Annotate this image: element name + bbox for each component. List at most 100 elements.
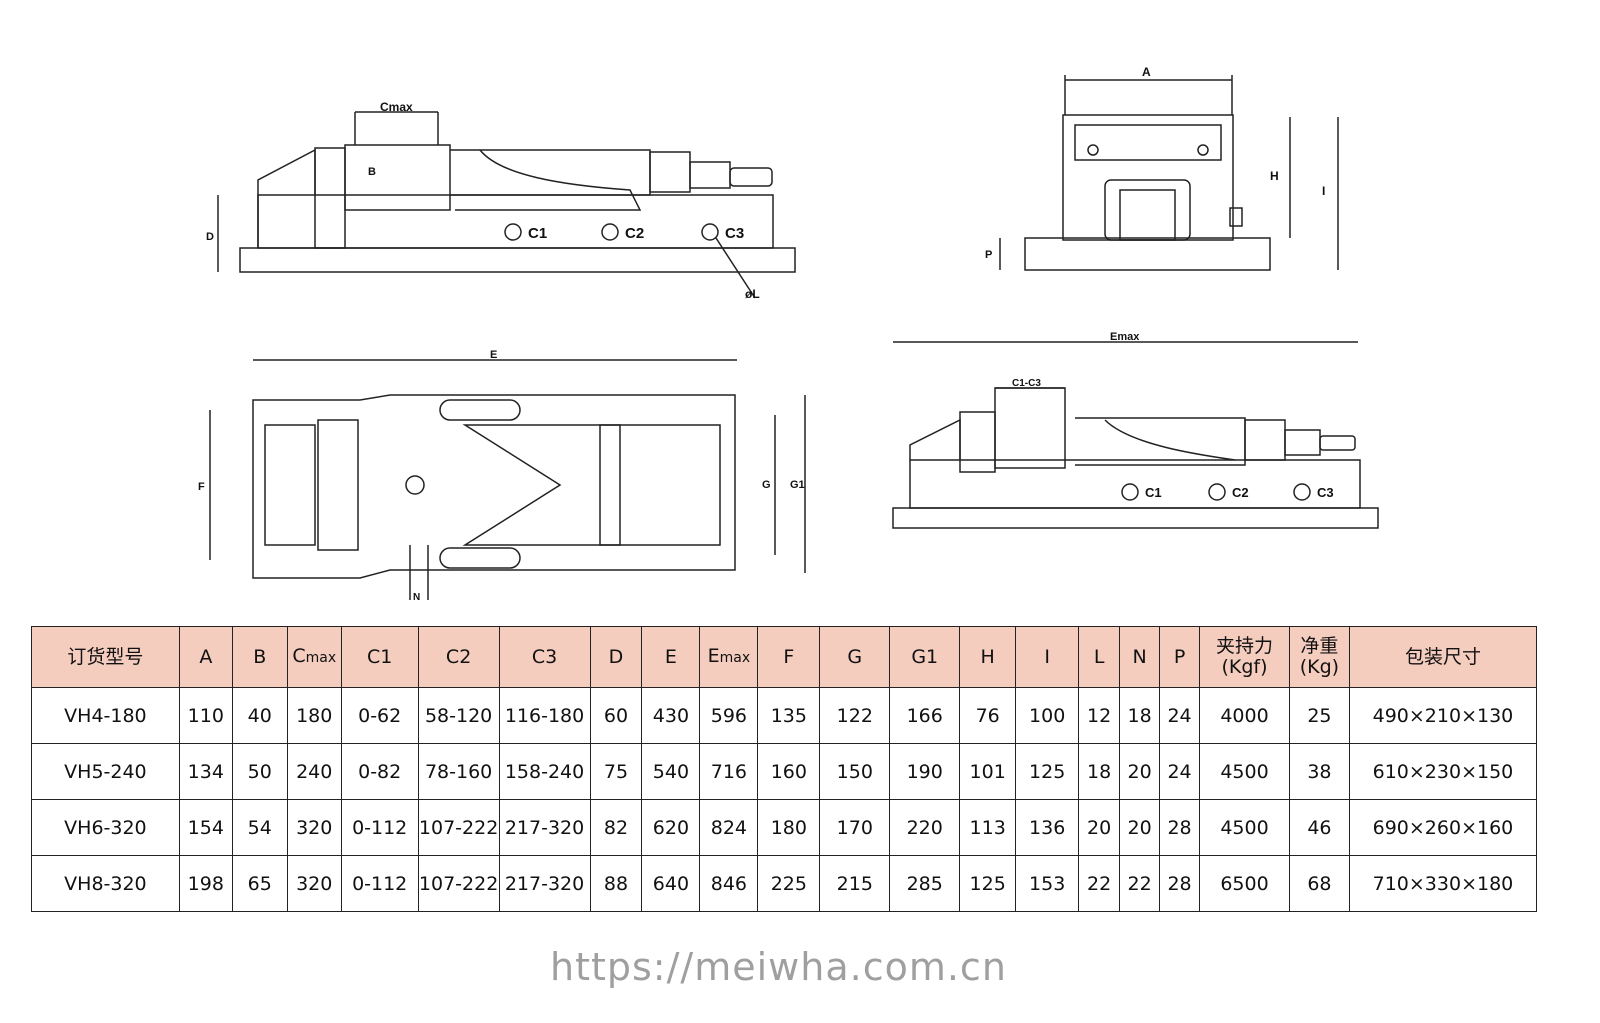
table-cell: 60 <box>589 687 643 744</box>
label-h: H <box>1270 169 1279 183</box>
table-cell: 0-112 <box>340 855 419 912</box>
table-cell: 46 <box>1288 799 1350 856</box>
label-c1-c3: C1-C3 <box>1012 378 1041 389</box>
top-view-drawing: E F G G1 N <box>198 349 806 603</box>
table-cell: 620 <box>641 799 701 856</box>
table-cell: 20 <box>1078 799 1121 856</box>
table-cell: 240 <box>286 743 342 800</box>
table-cell: 107-222 <box>417 855 500 912</box>
header-label: F <box>783 645 795 668</box>
watermark: https://meiwha.com.cn <box>550 945 1007 989</box>
header-subscript: max <box>719 649 751 666</box>
table-cell: 640 <box>641 855 701 912</box>
column-header: H <box>959 626 1017 688</box>
table-cell: 320 <box>286 855 342 912</box>
column-header: Cmax <box>286 626 342 688</box>
table-cell: 18 <box>1119 687 1161 744</box>
table-cell: 20 <box>1119 743 1161 800</box>
table-cell: 160 <box>757 743 821 800</box>
header-label: 包装尺寸 <box>1404 645 1481 668</box>
table-cell: 215 <box>819 855 891 912</box>
table-cell: 110 <box>178 687 233 744</box>
label-l: øL <box>745 287 760 301</box>
table-cell: 154 <box>178 799 233 856</box>
table-cell: 0-112 <box>340 799 419 856</box>
table-cell: 125 <box>959 855 1017 912</box>
table-cell: VH5-240 <box>31 743 180 800</box>
header-label: D <box>608 645 624 668</box>
label-e: E <box>490 349 497 361</box>
column-header: I <box>1015 626 1080 688</box>
table-cell: 285 <box>889 855 961 912</box>
table-cell: 20 <box>1119 799 1161 856</box>
column-header: C3 <box>498 626 591 688</box>
table-cell: VH6-320 <box>31 799 180 856</box>
table-cell: 40 <box>231 687 288 744</box>
table-cell: 153 <box>1015 855 1080 912</box>
table-cell: 6500 <box>1199 855 1290 912</box>
column-header: 订货型号 <box>31 626 180 688</box>
header-label: 夹持力 <box>1215 635 1273 657</box>
header-label: I <box>1044 645 1050 668</box>
column-header: 净重(Kg) <box>1288 626 1350 688</box>
header-label: B <box>253 645 267 668</box>
table-cell: 54 <box>231 799 288 856</box>
label-open-c1: C1 <box>1145 485 1162 500</box>
table-cell: 101 <box>959 743 1017 800</box>
table-cell: 170 <box>819 799 891 856</box>
label-d: D <box>206 231 214 243</box>
table-cell: 4500 <box>1199 799 1290 856</box>
header-label: P <box>1173 645 1186 668</box>
table-cell: 217-320 <box>498 799 591 856</box>
column-header: F <box>757 626 821 688</box>
label-c3: C3 <box>725 225 744 242</box>
table-cell: 24 <box>1159 743 1201 800</box>
label-open-c2: C2 <box>1232 485 1249 500</box>
table-cell: 100 <box>1015 687 1080 744</box>
table-cell: 4500 <box>1199 743 1290 800</box>
table-cell: 28 <box>1159 799 1201 856</box>
header-unit: (Kg) <box>1299 656 1340 678</box>
header-label: G1 <box>911 645 939 668</box>
header-label: E <box>664 645 677 668</box>
table-cell: VH4-180 <box>31 687 180 744</box>
column-header: N <box>1119 626 1161 688</box>
label-b: B <box>368 166 376 178</box>
column-header: C2 <box>417 626 500 688</box>
header-label: 净重 <box>1300 635 1339 657</box>
table-cell: VH8-320 <box>31 855 180 912</box>
table-cell: 125 <box>1015 743 1080 800</box>
column-header: E <box>641 626 701 688</box>
table-cell: 180 <box>286 687 342 744</box>
table-cell: 4000 <box>1199 687 1290 744</box>
table-cell: 58-120 <box>417 687 500 744</box>
table-cell: 846 <box>699 855 759 912</box>
table-cell: 116-180 <box>498 687 591 744</box>
column-header: Emax <box>699 626 759 688</box>
table-cell: 540 <box>641 743 701 800</box>
column-header: B <box>231 626 288 688</box>
table-cell: 24 <box>1159 687 1201 744</box>
table-cell: 50 <box>231 743 288 800</box>
column-header: L <box>1078 626 1121 688</box>
header-label: L <box>1093 645 1105 668</box>
technical-drawings: Cmax B D C1 C2 C3 øL A H I P E <box>198 65 1379 603</box>
label-f: F <box>198 481 205 493</box>
table-cell: 716 <box>699 743 759 800</box>
table-cell: 690×260×160 <box>1348 799 1538 856</box>
column-header: 包装尺寸 <box>1348 626 1538 688</box>
table-cell: 190 <box>889 743 961 800</box>
header-label: G <box>847 645 863 668</box>
table-cell: 0-82 <box>340 743 419 800</box>
header-label: 订货型号 <box>67 645 144 668</box>
table-cell: 610×230×150 <box>1348 743 1538 800</box>
table-cell: 135 <box>757 687 821 744</box>
header-label: C3 <box>531 645 558 668</box>
table-cell: 22 <box>1119 855 1161 912</box>
table-cell: 28 <box>1159 855 1201 912</box>
table-cell: 150 <box>819 743 891 800</box>
